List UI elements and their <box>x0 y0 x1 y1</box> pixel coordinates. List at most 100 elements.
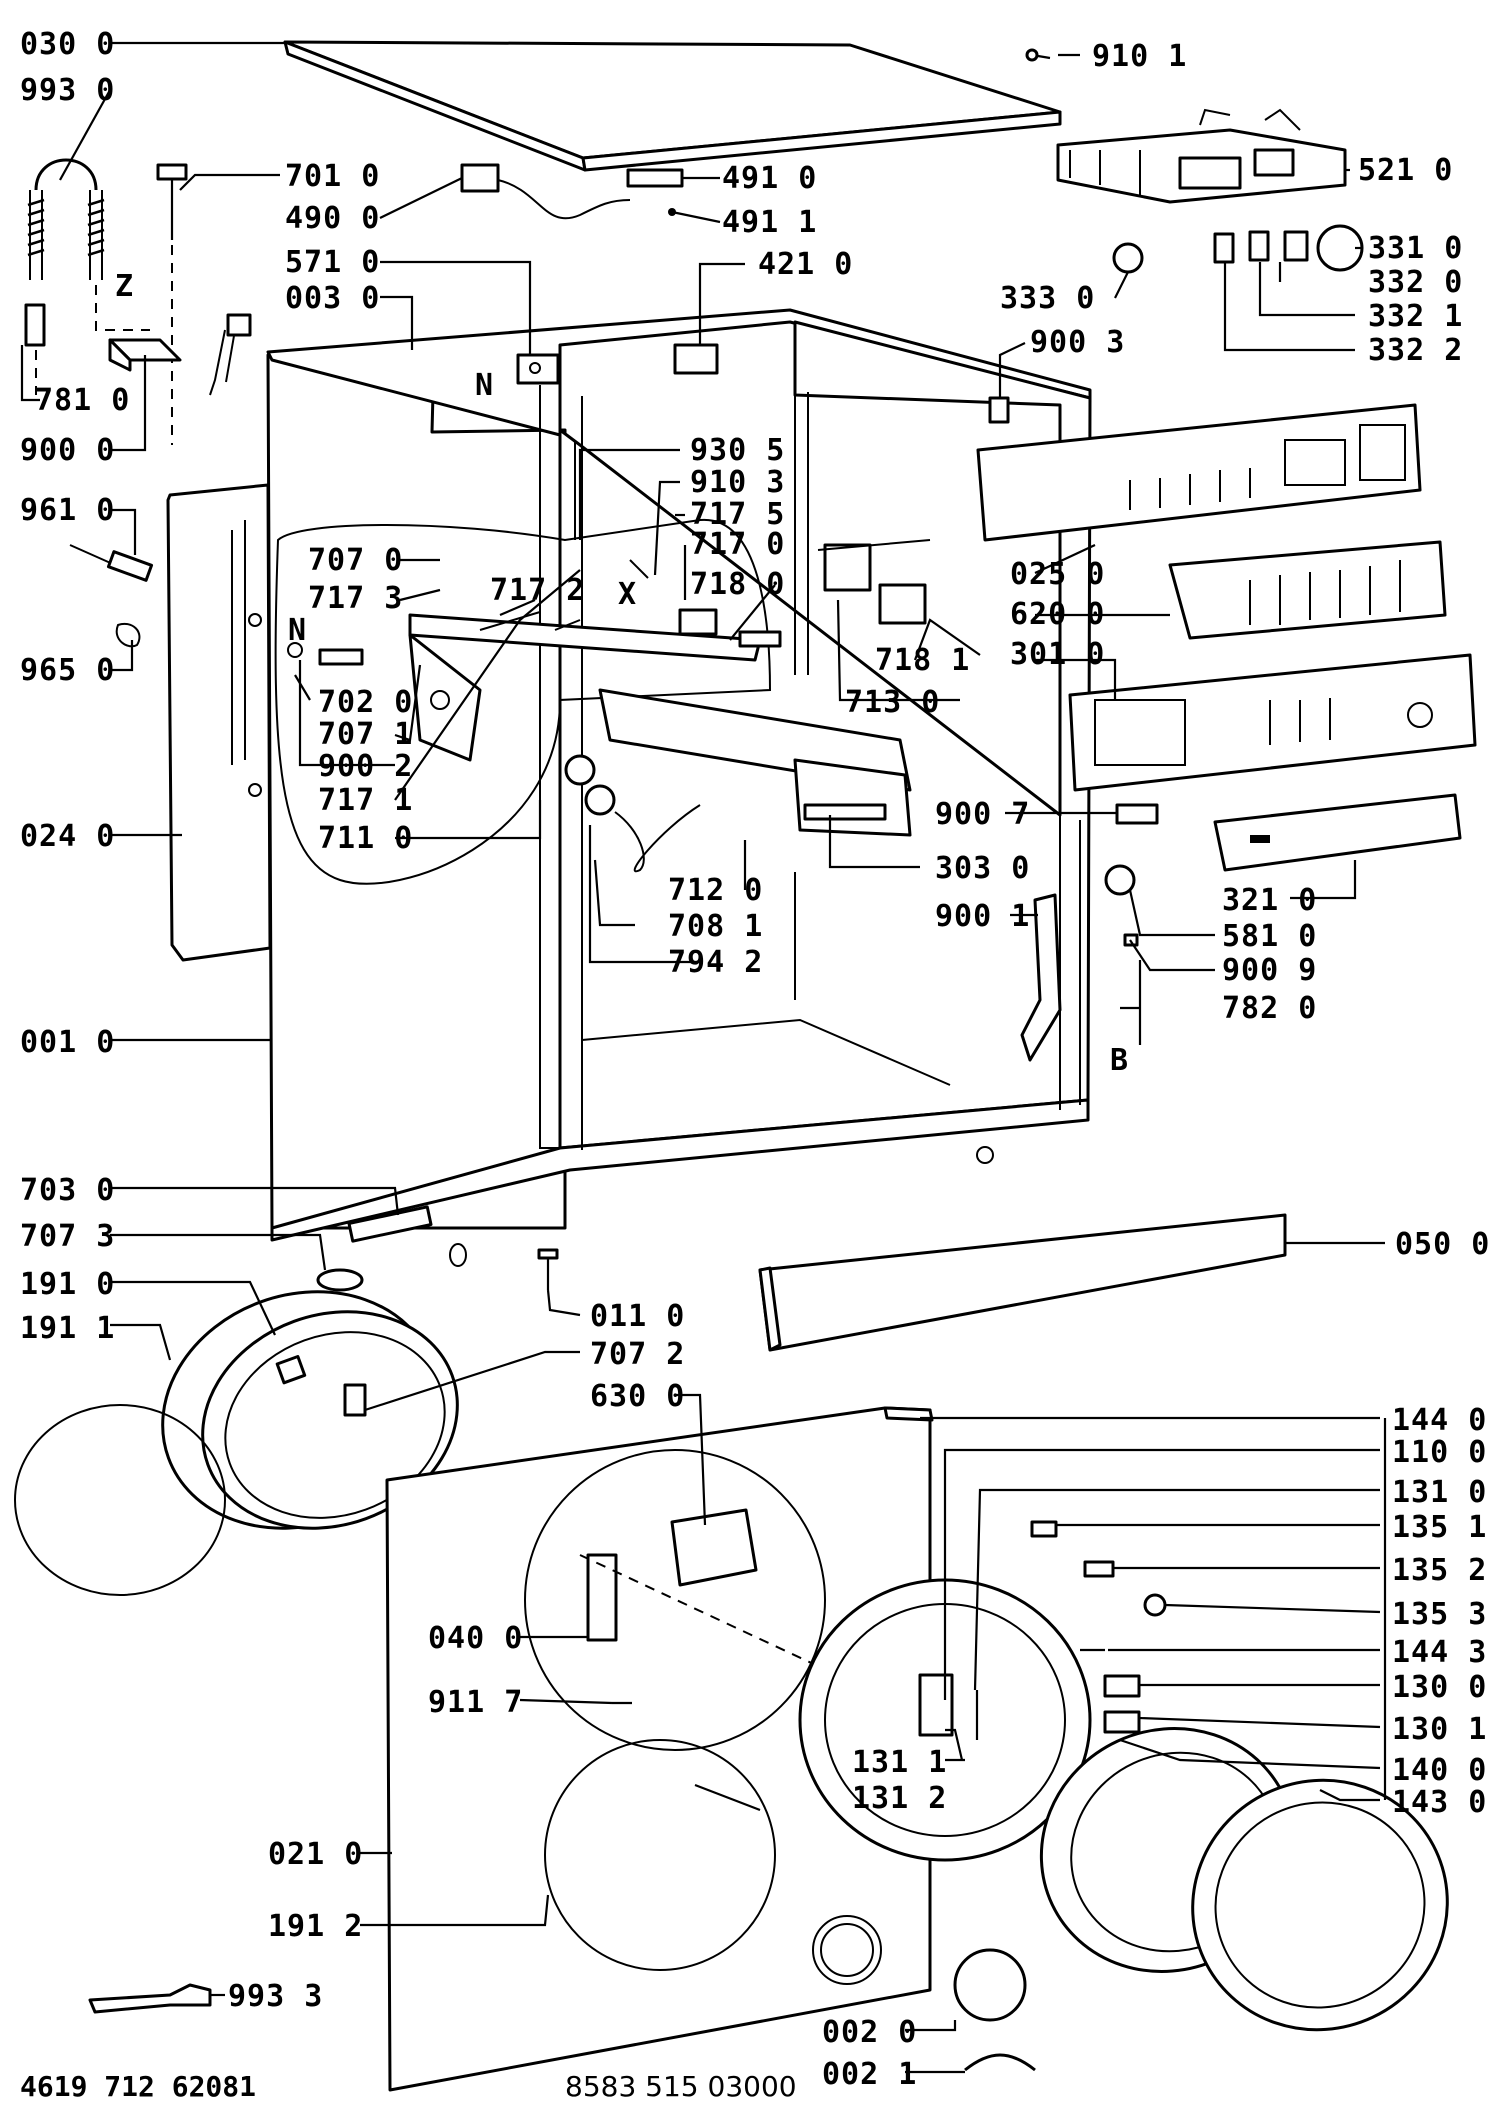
label-910-3: 910 3 <box>690 465 785 500</box>
label-717-2: 717 2 <box>490 573 585 608</box>
label-900-0: 900 0 <box>20 433 115 468</box>
label-993-3: 993 3 <box>228 1979 323 2014</box>
label-707-1: 707 1 <box>318 717 413 752</box>
footer: 4619 712 62081 8583 515 03000 <box>20 2070 797 2103</box>
label-333-0: 333 0 <box>1000 281 1095 316</box>
label-130-1: 130 1 <box>1392 1712 1487 1747</box>
label-900-1: 900 1 <box>935 899 1030 934</box>
tub-assembly <box>14 1205 559 1596</box>
label-571-0: 571 0 <box>285 245 380 280</box>
marker-z: Z <box>115 269 134 304</box>
label-911-7: 911 7 <box>428 1685 523 1720</box>
label-421-0: 421 0 <box>758 247 853 282</box>
marker-n-left: N <box>288 613 307 648</box>
label-191-1: 191 1 <box>20 1311 115 1346</box>
label-630-0: 630 0 <box>590 1379 685 1414</box>
label-717-3: 717 3 <box>308 581 403 616</box>
control-panel-301 <box>1068 653 1477 792</box>
footer-left-code: 4619 712 62081 <box>20 2070 256 2103</box>
label-718-0: 718 0 <box>690 567 785 602</box>
label-144-3: 144 3 <box>1392 1635 1487 1670</box>
label-003-0: 003 0 <box>285 281 380 316</box>
marker-x: X <box>618 577 637 612</box>
label-131-2: 131 2 <box>852 1781 947 1816</box>
label-135-3: 135 3 <box>1392 1597 1487 1632</box>
label-713-0: 713 0 <box>845 685 940 720</box>
door-small-parts <box>88 1520 1167 2072</box>
door-glass <box>1039 1727 1449 2032</box>
label-900-3: 900 3 <box>1030 325 1125 360</box>
marker-n-top: N <box>475 368 494 403</box>
label-040-0: 040 0 <box>428 1621 523 1656</box>
label-144-0: 144 0 <box>1392 1403 1487 1438</box>
control-board-620 <box>1168 540 1447 640</box>
control-panel-025 <box>976 403 1422 542</box>
label-301-0: 301 0 <box>1010 637 1105 672</box>
label-332-2: 332 2 <box>1368 333 1463 368</box>
label-620-0: 620 0 <box>1010 597 1105 632</box>
label-021-0: 021 0 <box>268 1837 363 1872</box>
label-490-0: 490 0 <box>285 201 380 236</box>
label-930-5: 930 5 <box>690 433 785 468</box>
label-900-9: 900 9 <box>1222 953 1317 988</box>
label-900-7: 900 7 <box>935 797 1030 832</box>
label-110-0: 110 0 <box>1392 1435 1487 1470</box>
label-332-0: 332 0 <box>1368 265 1463 300</box>
label-707-2: 707 2 <box>590 1337 685 1372</box>
front-panel <box>385 1406 1331 2092</box>
label-910-1: 910 1 <box>1092 39 1187 74</box>
label-711-0: 711 0 <box>318 821 413 856</box>
label-002-1: 002 1 <box>822 2057 917 2092</box>
label-030-0: 030 0 <box>20 27 115 62</box>
label-321-0: 321 0 <box>1222 883 1317 918</box>
label-702-0: 702 0 <box>318 685 413 720</box>
label-135-2: 135 2 <box>1392 1553 1487 1588</box>
label-011-0: 011 0 <box>590 1299 685 1334</box>
label-143-0: 143 0 <box>1392 1785 1487 1820</box>
label-993-0: 993 0 <box>20 73 115 108</box>
reference-markers: N N X Z B <box>115 269 1129 1078</box>
label-191-0: 191 0 <box>20 1267 115 1302</box>
label-001-0: 001 0 <box>20 1025 115 1060</box>
label-521-0: 521 0 <box>1358 153 1453 188</box>
label-025-0: 025 0 <box>1010 557 1105 592</box>
dispenser-assembly <box>69 539 931 873</box>
part-number-labels: 030 0 993 0 701 0 490 0 491 0 491 1 910 … <box>20 27 1490 2092</box>
label-002-0: 002 0 <box>822 2015 917 2050</box>
label-965-0: 965 0 <box>20 653 115 688</box>
label-708-1: 708 1 <box>668 909 763 944</box>
label-718-1: 718 1 <box>875 643 970 678</box>
marker-b: B <box>1110 1043 1129 1078</box>
label-303-0: 303 0 <box>935 851 1030 886</box>
label-131-0: 131 0 <box>1392 1475 1487 1510</box>
label-strip-321 <box>1213 793 1462 872</box>
label-050-0: 050 0 <box>1395 1227 1490 1262</box>
label-191-2: 191 2 <box>268 1909 363 1944</box>
label-024-0: 024 0 <box>20 819 115 854</box>
label-491-1: 491 1 <box>722 205 817 240</box>
label-781-0: 781 0 <box>35 383 130 418</box>
front-bar <box>758 1213 1287 1352</box>
label-703-0: 703 0 <box>20 1173 115 1208</box>
small-components-mid <box>516 224 1364 424</box>
label-581-0: 581 0 <box>1222 919 1317 954</box>
label-900-2: 900 2 <box>318 749 413 784</box>
label-712-0: 712 0 <box>668 873 763 908</box>
label-961-0: 961 0 <box>20 493 115 528</box>
label-707-3: 707 3 <box>20 1219 115 1254</box>
label-707-0: 707 0 <box>308 543 403 578</box>
label-794-2: 794 2 <box>668 945 763 980</box>
label-491-0: 491 0 <box>722 161 817 196</box>
side-panel <box>166 483 272 962</box>
label-717-0: 717 0 <box>690 527 785 562</box>
label-331-0: 331 0 <box>1368 231 1463 266</box>
label-131-1: 131 1 <box>852 1745 947 1780</box>
label-717-5: 717 5 <box>690 497 785 532</box>
top-cover <box>283 40 1062 172</box>
label-332-1: 332 1 <box>1368 299 1463 334</box>
label-135-1: 135 1 <box>1392 1510 1487 1545</box>
footer-center-code: 8583 515 03000 <box>565 2070 797 2103</box>
label-130-0: 130 0 <box>1392 1670 1487 1705</box>
label-701-0: 701 0 <box>285 159 380 194</box>
